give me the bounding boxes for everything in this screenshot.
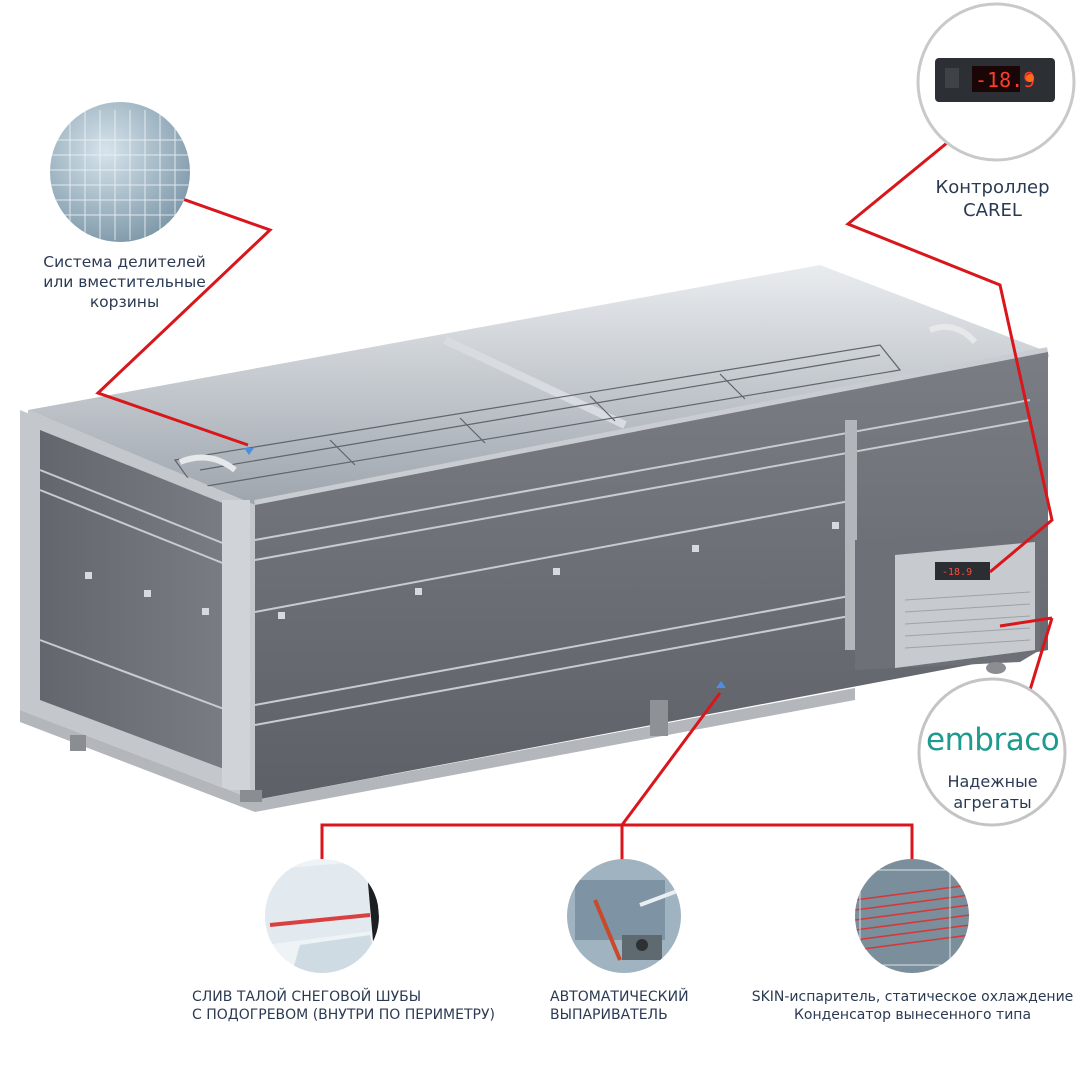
caption-line: С ПОДОГРЕВОМ (ВНУТРИ ПО ПЕРИМЕТРУ) — [192, 1007, 495, 1024]
freezer-cabinet — [20, 265, 1049, 812]
bumper-rails — [39, 399, 1031, 726]
controller-caption: Контроллер CAREL — [900, 176, 1080, 223]
embraco-logo: embraco — [926, 722, 1060, 758]
evaporator-caption: АВТОМАТИЧЕСКИЙ ВЫПАРИВАТЕЛЬ — [550, 988, 725, 1024]
caption-line: агрегаты — [953, 792, 1032, 812]
controller-bubble: -18.9 — [916, 2, 1076, 162]
compressor-caption: Надежные агрегаты — [925, 772, 1060, 814]
caption-line: АВТОМАТИЧЕСКИЙ — [550, 989, 689, 1005]
drain-caption: СЛИВ ТАЛОЙ СНЕГОВОЙ ШУБЫ С ПОДОГРЕВОМ (В… — [192, 988, 532, 1024]
basket-bubble — [50, 102, 190, 242]
caption-line: ВЫПАРИВАТЕЛЬ — [550, 1007, 668, 1024]
compressor-unit: -18.9 — [855, 530, 1040, 674]
caption-line: СЛИВ ТАЛОЙ СНЕГОВОЙ ШУБЫ — [192, 989, 422, 1005]
dividers-caption: Система делителей или вместительные корз… — [22, 252, 227, 312]
caption-line: Конденсатор вынесенного типа — [793, 1007, 1032, 1024]
svg-text:-18.9: -18.9 — [942, 567, 972, 578]
controller-readout: -18.9 — [975, 68, 1035, 92]
skin-caption: SKIN-испаритель, статическое охлаждение … — [745, 988, 1080, 1024]
drain-bubble — [265, 859, 379, 973]
caption-line: Надежные — [947, 772, 1038, 791]
caption-line: Система делителей — [43, 253, 206, 271]
caption-line: SKIN-испаритель, статическое охлаждение — [751, 989, 1074, 1005]
caption-line: Контроллер — [935, 177, 1050, 198]
embraco-bubble — [917, 677, 1067, 827]
evaporator-bubble — [567, 859, 681, 973]
skin-evaporator-bubble — [855, 859, 969, 973]
caption-line: или вместительные — [43, 273, 206, 292]
caption-line: CAREL — [963, 200, 1022, 222]
caption-line: корзины — [89, 293, 160, 312]
